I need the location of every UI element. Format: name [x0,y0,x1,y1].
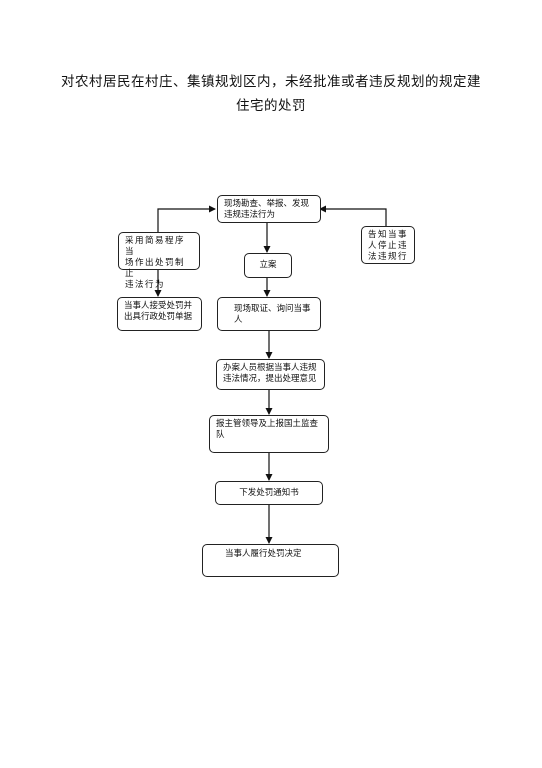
simple-procedure-box: 采用简易程序当 场作出处罚制止 违法行为 [118,232,200,290]
party-accepts-penalty-box: 当事人接受处罚并 出具行政处罚单据 [117,297,202,331]
notify-party-stop-box: 告知当事 人停止违 法违规行 [361,226,415,264]
party-performs-decision-box: 当事人履行处罚决定 [202,544,339,577]
file-case-box: 立案 [244,253,292,278]
discover-violation-box: 现场勘查、举报、发现 违规违法行为 [217,195,321,223]
arrow-notify-to-discover [319,205,387,226]
report-to-supervisor-box: 报主管领导及上报国土监查 队 [209,415,329,453]
evidence-collection-box: 现场取证、询问当事人 [217,297,321,331]
arrow-simple-procedure-to-discover [157,205,216,232]
issue-penalty-notice-box: 下发处罚通知书 [215,481,323,505]
page-title-line-1: 对农村居民在村庄、集镇规划区内，未经批准或者违反规划的规定建 [61,74,481,90]
page-title-line-2: 住宅的处罚 [236,98,306,114]
handling-opinion-box: 办案人员根据当事人违规 违法情况，提出处理意见 [216,359,325,390]
page-title: 对农村居民在村庄、集镇规划区内，未经批准或者违反规划的规定建 住宅的处罚 [60,70,482,118]
